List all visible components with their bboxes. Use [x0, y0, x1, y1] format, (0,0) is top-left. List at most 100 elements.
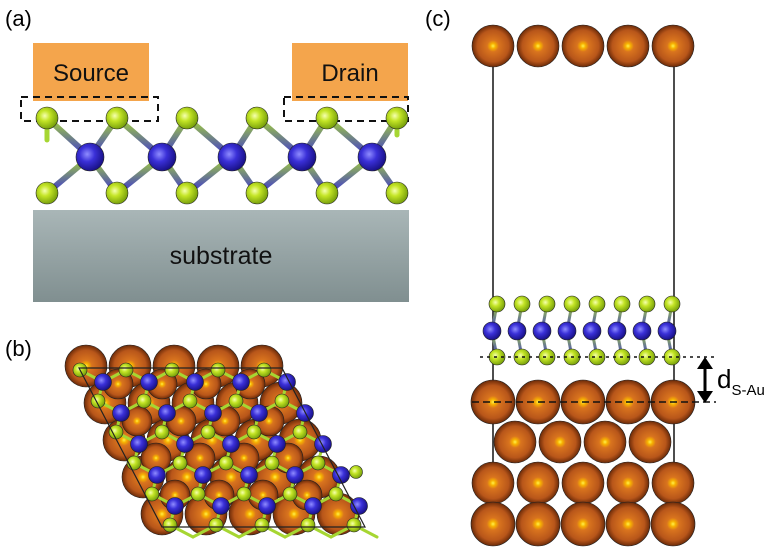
sulfur-atom — [208, 517, 224, 533]
sulfur-atom — [282, 486, 298, 502]
source-contact-region — [20, 96, 159, 122]
drain-contact-region — [283, 96, 409, 122]
sulfur-atom — [105, 106, 129, 130]
sulfur-atom — [218, 455, 234, 471]
au-atom — [583, 420, 627, 464]
sulfur-atom — [538, 295, 556, 313]
sulfur-atom — [172, 455, 188, 471]
au-atom — [651, 24, 695, 68]
sulfur-atom — [154, 424, 170, 440]
sulfur-atom — [310, 455, 326, 471]
au-atom — [471, 461, 515, 505]
sulfur-atom — [245, 181, 269, 205]
sulfur-atom — [228, 393, 244, 409]
sulfur-atom — [300, 517, 316, 533]
molybdenum-atom — [350, 497, 368, 515]
molybdenum-atom — [217, 142, 247, 172]
sulfur-atom — [328, 486, 344, 502]
drain-electrode — [292, 43, 408, 101]
sulfur-atom — [35, 181, 59, 205]
molybdenum-atom — [75, 142, 105, 172]
sulfur-atom — [254, 517, 270, 533]
drain-label: Drain — [321, 60, 378, 87]
molybdenum-atom — [158, 404, 176, 422]
molybdenum-atom — [240, 466, 258, 484]
molybdenum-atom — [166, 497, 184, 515]
panel-a: (a) substrate Source Drain — [5, 6, 409, 302]
sulfur-atom — [210, 362, 226, 378]
au-atom — [470, 501, 516, 547]
panel-b: (b) — [5, 336, 379, 539]
panel-c-label: (c) — [425, 6, 451, 31]
molybdenum-atom — [582, 321, 602, 341]
molybdenum-atom — [130, 435, 148, 453]
molybdenum-atom — [148, 466, 166, 484]
sulfur-atom — [274, 393, 290, 409]
sulfur-atom — [663, 295, 681, 313]
sulfur-atom — [175, 181, 199, 205]
sulfur-atom — [35, 106, 59, 130]
sulfur-atom — [162, 517, 178, 533]
au-atom — [515, 501, 561, 547]
au-atom — [538, 420, 582, 464]
molybdenum-atom — [657, 321, 677, 341]
sulfur-atom — [385, 106, 409, 130]
sulfur-atom — [315, 181, 339, 205]
source-label: Source — [53, 60, 129, 87]
molybdenum-atom — [287, 142, 317, 172]
au-atom — [561, 24, 605, 68]
au-atom — [651, 461, 695, 505]
molybdenum-atom — [532, 321, 552, 341]
sulfur-atom — [108, 424, 124, 440]
sulfur-atom — [105, 181, 129, 205]
molybdenum-atom — [304, 497, 322, 515]
sulfur-atom — [118, 362, 134, 378]
au-atom — [516, 24, 560, 68]
molybdenum-atom — [232, 373, 250, 391]
molybdenum-atom — [147, 142, 177, 172]
sulfur-atom — [315, 106, 339, 130]
au-atom — [650, 501, 696, 547]
au-atom — [516, 461, 560, 505]
au-atom — [493, 420, 537, 464]
au-atom — [606, 24, 650, 68]
panel-b-label: (b) — [5, 336, 32, 361]
sulfur-atom — [136, 393, 152, 409]
molybdenum-atom — [314, 435, 332, 453]
top-view-mos2-atoms — [72, 362, 368, 533]
sulfur-atom — [190, 486, 206, 502]
molybdenum-atom — [632, 321, 652, 341]
sulfur-atom — [588, 295, 606, 313]
side-view-atoms — [35, 106, 409, 205]
molybdenum-atom — [557, 321, 577, 341]
sulfur-atom — [246, 424, 262, 440]
molybdenum-atom — [112, 404, 130, 422]
sulfur-atom — [200, 424, 216, 440]
molybdenum-atom — [186, 373, 204, 391]
molybdenum-atom — [94, 373, 112, 391]
sulfur-atom — [346, 517, 362, 533]
au-atom — [560, 501, 606, 547]
sulfur-atom — [292, 424, 308, 440]
sulfur-atom — [513, 295, 531, 313]
molybdenum-atom — [176, 435, 194, 453]
molybdenum-atom — [507, 321, 527, 341]
substrate-label: substrate — [170, 242, 273, 270]
sulfur-atom — [182, 393, 198, 409]
au-atom — [605, 501, 651, 547]
sulfur-atom — [349, 465, 363, 479]
molybdenum-atom — [222, 435, 240, 453]
au-atom — [628, 420, 672, 464]
au-atom — [606, 461, 650, 505]
molybdenum-atom — [332, 466, 350, 484]
sulfur-atom — [613, 295, 631, 313]
unit-cell-outline — [78, 367, 366, 528]
sulfur-atom — [588, 348, 606, 366]
distance-label: dS-Au — [717, 364, 765, 399]
sulfur-atom — [256, 362, 272, 378]
sulfur-atom — [638, 295, 656, 313]
sulfur-atom — [236, 486, 252, 502]
molybdenum-atom — [212, 497, 230, 515]
panel-c: (c) dS-Au — [425, 6, 765, 547]
